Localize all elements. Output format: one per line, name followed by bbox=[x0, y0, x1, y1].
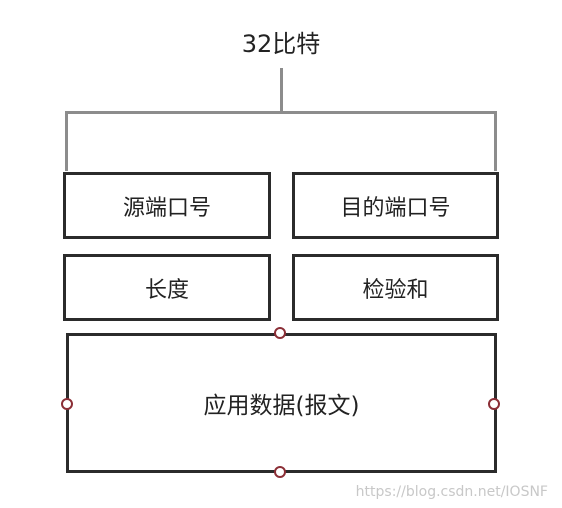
checksum-field: 检验和 bbox=[292, 254, 499, 321]
resize-handle-bottom[interactable] bbox=[274, 466, 286, 478]
checksum-label: 检验和 bbox=[362, 277, 429, 303]
resize-handle-left[interactable] bbox=[61, 398, 73, 410]
bracket-right-tick bbox=[494, 111, 497, 171]
watermark-text: https://blog.csdn.net/IOSNF bbox=[355, 484, 548, 500]
bracket-horizontal bbox=[65, 111, 497, 114]
length-label: 长度 bbox=[144, 277, 189, 303]
resize-handle-right[interactable] bbox=[488, 398, 500, 410]
bracket-stem bbox=[280, 68, 283, 113]
resize-handle-top[interactable] bbox=[274, 327, 286, 339]
source-port-field: 源端口号 bbox=[63, 172, 271, 239]
bracket-left-tick bbox=[65, 111, 68, 171]
destination-port-field: 目的端口号 bbox=[292, 172, 499, 239]
length-field: 长度 bbox=[63, 254, 271, 321]
application-data-box[interactable]: 应用数据(报文) bbox=[66, 333, 497, 473]
application-data-label: 应用数据(报文) bbox=[203, 393, 360, 419]
source-port-label: 源端口号 bbox=[122, 195, 211, 221]
bit-width-label: 32比特 bbox=[241, 30, 321, 58]
destination-port-label: 目的端口号 bbox=[340, 195, 451, 221]
